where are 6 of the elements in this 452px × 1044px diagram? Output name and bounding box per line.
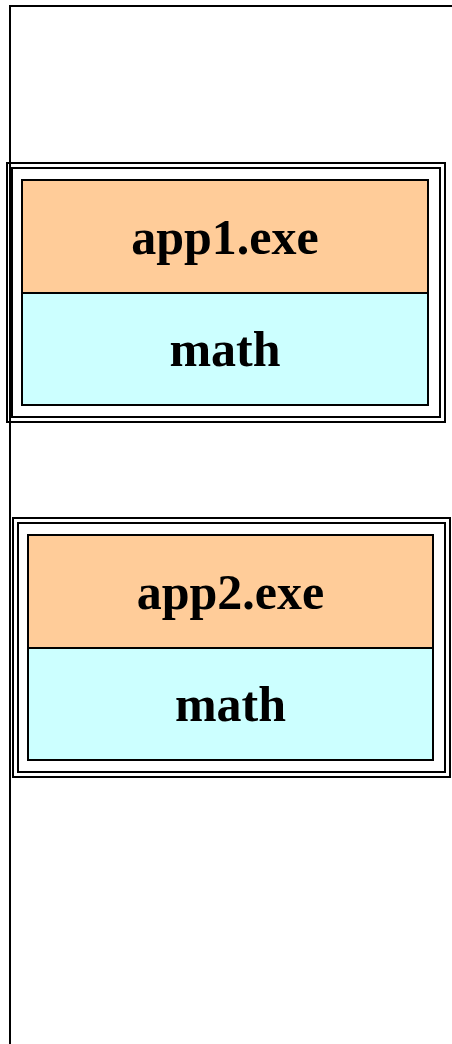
labeled-box: app1.exe <box>21 179 429 294</box>
labeled-box: math <box>21 292 429 406</box>
double-bordered-box <box>6 162 446 423</box>
labeled-box: math <box>27 647 434 761</box>
double-bordered-box <box>12 517 451 778</box>
labeled-box: app2.exe <box>27 534 434 649</box>
